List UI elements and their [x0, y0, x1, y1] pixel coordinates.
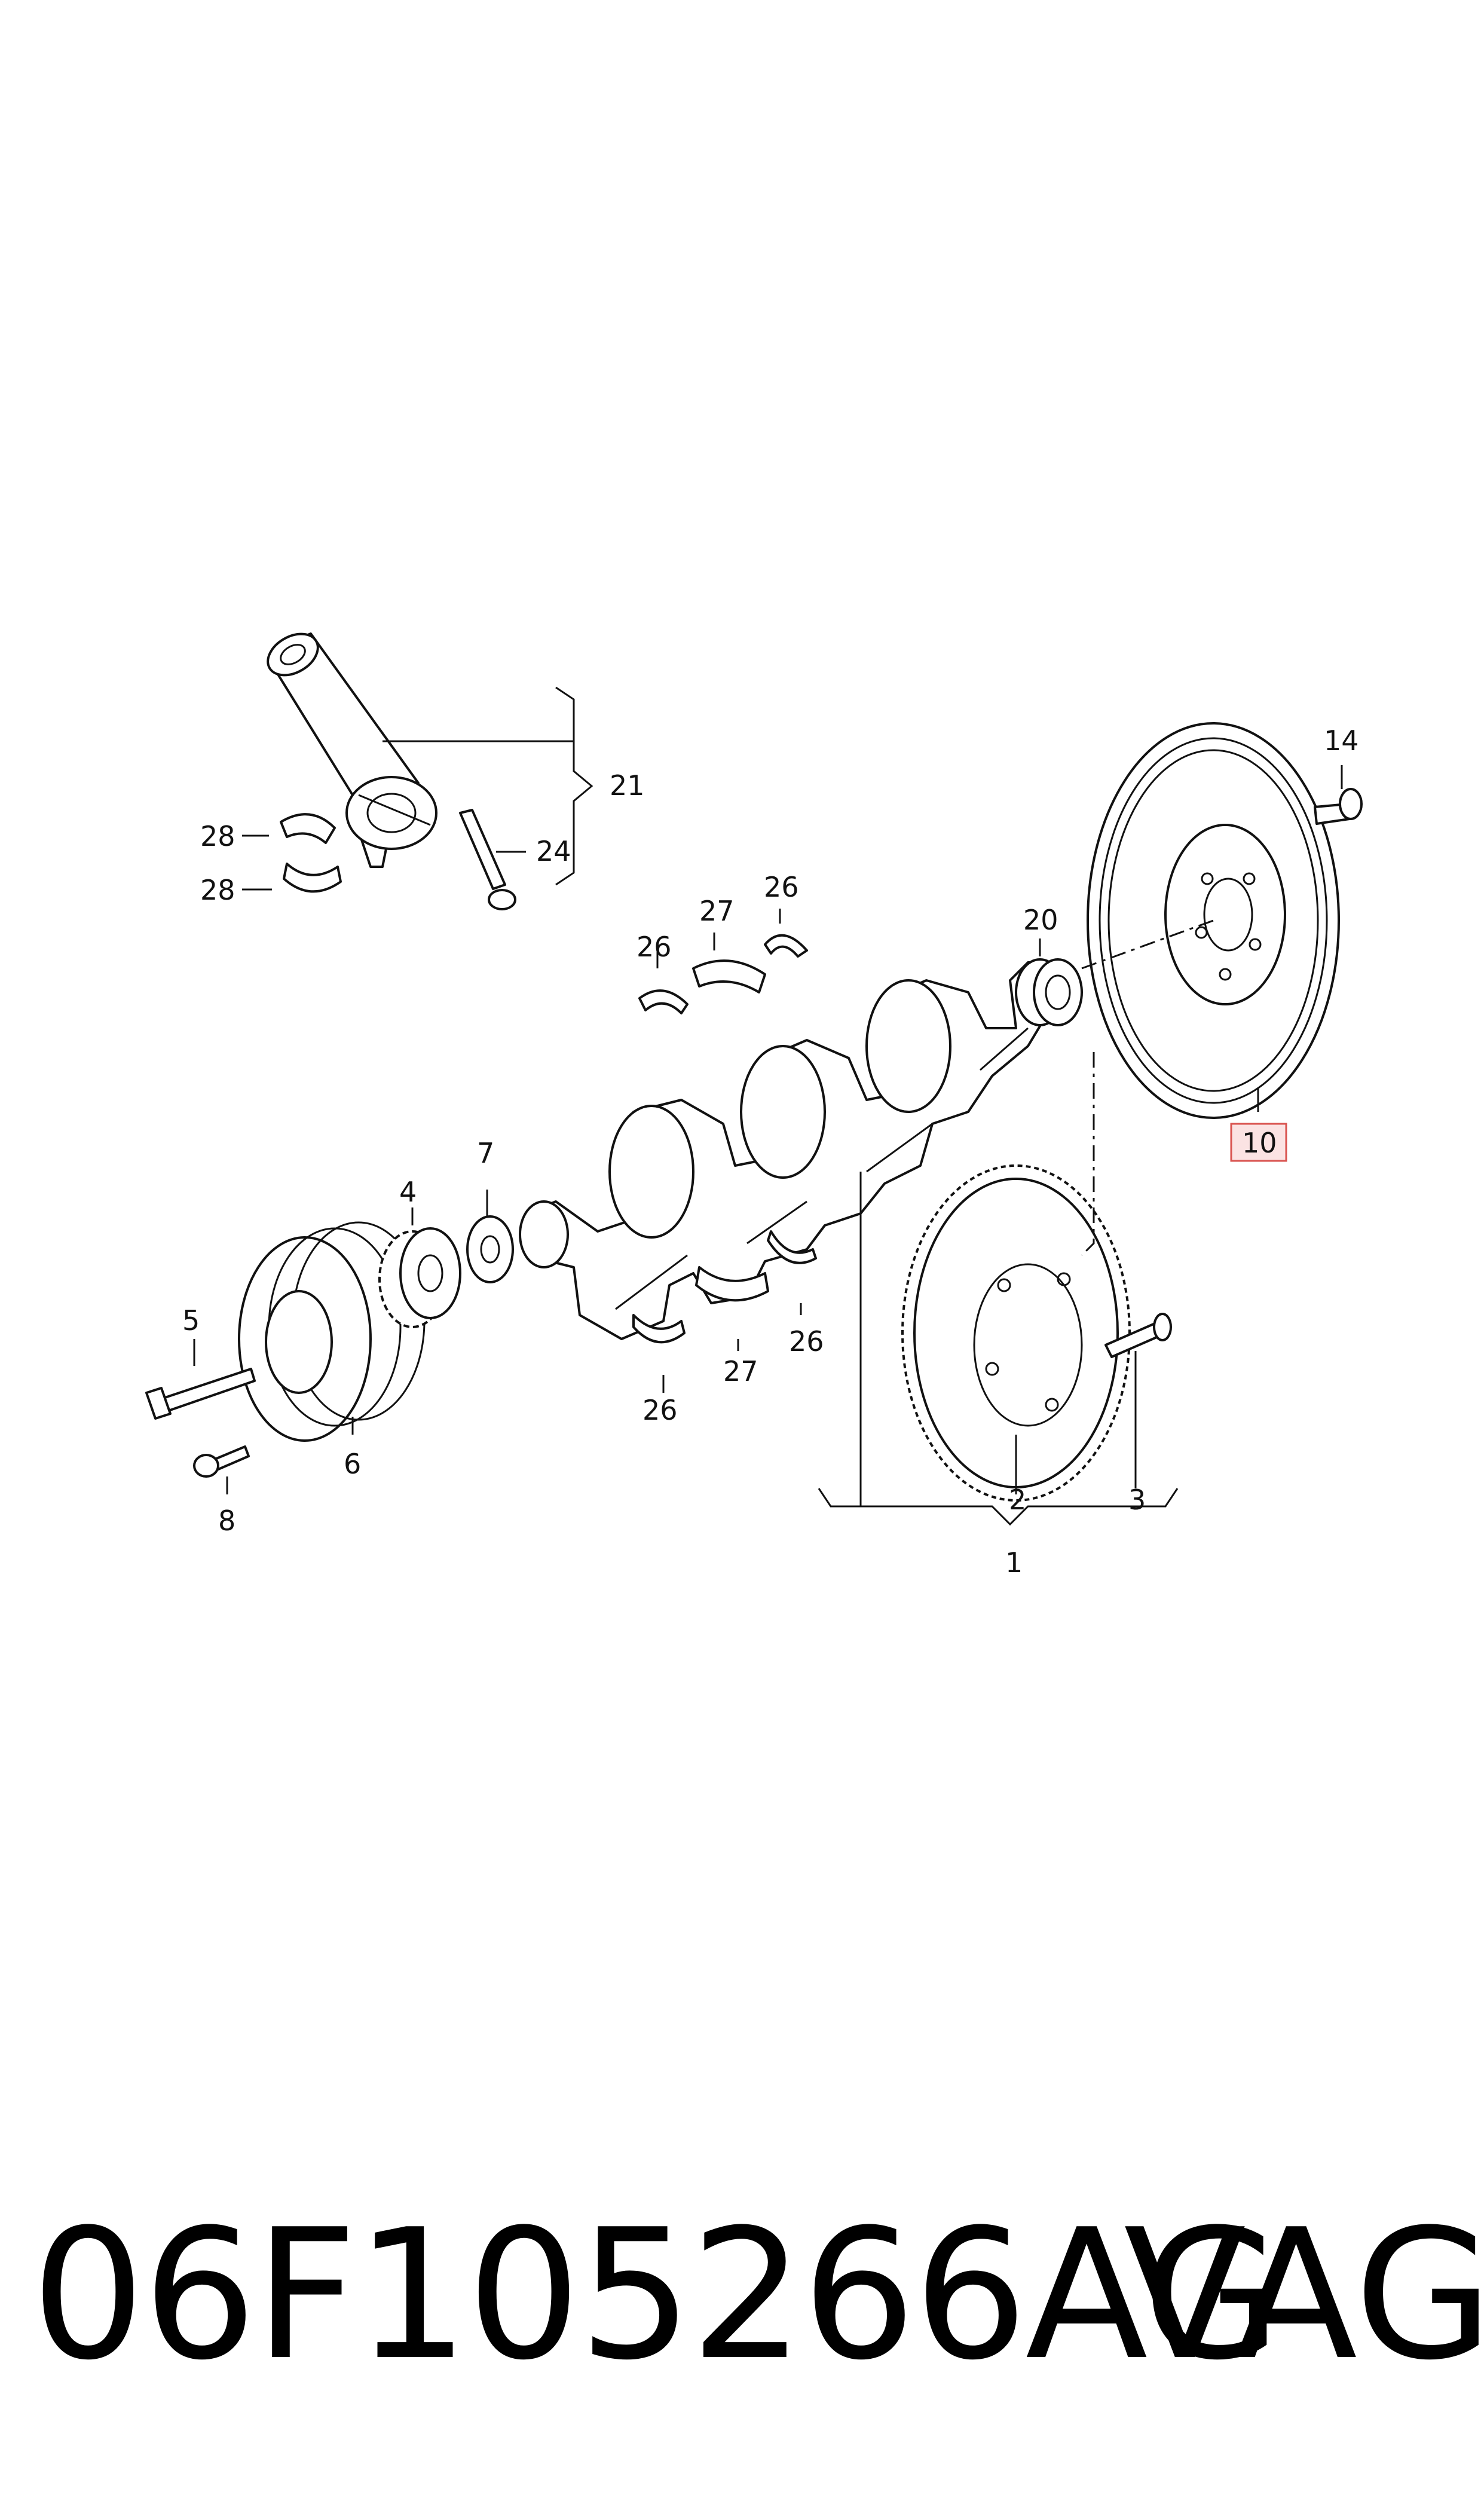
- belt-pulley: [238, 1221, 426, 1442]
- crank-sprocket: [378, 1227, 461, 1328]
- callout-21: 21: [610, 769, 645, 802]
- conrod-bolt: [459, 809, 516, 910]
- callout-28: 28: [200, 874, 235, 906]
- pulley-bolt: [145, 1368, 256, 1420]
- pulley-small-bolt: [193, 1445, 250, 1478]
- callout-26: 26: [789, 1325, 824, 1358]
- callout-8: 8: [218, 1505, 235, 1537]
- callout-26: 26: [642, 1394, 678, 1426]
- part-number: 06F105266AG: [31, 2191, 1281, 2399]
- thrust-half-ring: [632, 1314, 686, 1344]
- main-bearing-shell: [695, 1266, 769, 1302]
- callout-28: 28: [200, 820, 235, 852]
- callout-10: 10: [1242, 1127, 1277, 1159]
- leader-lines: [193, 765, 1343, 1506]
- crankshaft: [519, 958, 1077, 1340]
- thrust-half-ring: [638, 989, 689, 1014]
- callout-4: 4: [399, 1176, 417, 1208]
- thrust-half-ring: [767, 1230, 817, 1264]
- callout-14: 14: [1324, 724, 1359, 757]
- alignment-line: [1081, 919, 1214, 1257]
- callout-26: 26: [764, 871, 799, 903]
- callout-7: 7: [477, 1137, 494, 1169]
- callout-20: 20: [1023, 904, 1058, 936]
- connecting-rod: [267, 632, 437, 868]
- bearing-shell-lower: [283, 863, 342, 893]
- drive-plate-bolt: [1104, 1313, 1172, 1358]
- bracket-1: [818, 1488, 1179, 1526]
- thrust-washer: [466, 1215, 514, 1283]
- callout-27: 27: [699, 895, 735, 927]
- callout-24: 24: [536, 835, 571, 867]
- callout-2: 2: [1009, 1484, 1026, 1516]
- flywheel-bolt: [1314, 788, 1363, 825]
- callout-27: 27: [723, 1355, 758, 1387]
- callout-3: 3: [1128, 1484, 1146, 1516]
- needle-bearing: [1033, 958, 1083, 1026]
- highlight-box-10: [1230, 1123, 1287, 1162]
- flywheel: [1087, 722, 1340, 1119]
- callout-6: 6: [344, 1448, 361, 1480]
- callout-1: 1: [1005, 1546, 1023, 1579]
- thrust-half-ring: [764, 934, 808, 958]
- drive-plate: [901, 1164, 1131, 1502]
- bearing-shell-upper: [280, 813, 336, 844]
- main-bearing-shell: [692, 959, 766, 993]
- callout-5: 5: [182, 1304, 200, 1337]
- callout-26: 26: [637, 931, 672, 963]
- bracket-21: [555, 686, 593, 886]
- brand-name: VAG: [1124, 2191, 1484, 2399]
